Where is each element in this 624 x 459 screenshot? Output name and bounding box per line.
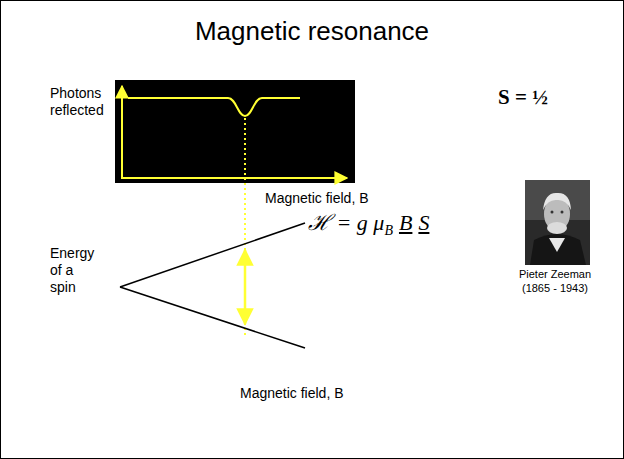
transition-arrow xyxy=(244,250,247,324)
upper-level xyxy=(120,223,305,287)
axis-label: Magnetic field, B xyxy=(265,190,369,207)
hamiltonian: ℋ = g μBBS xyxy=(308,206,429,239)
hamiltonian-part: B xyxy=(384,223,393,238)
y-axis xyxy=(121,86,123,178)
portrait-eye xyxy=(561,211,564,214)
portrait-suit xyxy=(530,234,586,265)
photo-caption: (1865 - 1943) xyxy=(500,282,610,295)
portrait-hair xyxy=(543,193,571,210)
portrait-eye xyxy=(551,211,554,214)
x-axis xyxy=(121,177,347,179)
photo-caption: Pieter Zeeman xyxy=(500,268,610,281)
axis-label: Photons reflected xyxy=(50,85,112,119)
lower-level xyxy=(120,287,305,348)
portrait-beard xyxy=(547,222,567,234)
portrait-collar xyxy=(549,238,565,252)
axis-label: Magnetic field, B xyxy=(240,385,344,402)
hamiltonian-part: B xyxy=(399,210,412,235)
hamiltonian-part: ℋ = g μ xyxy=(308,210,384,235)
slide-title: Magnetic resonance xyxy=(0,16,624,47)
portrait xyxy=(525,180,590,265)
spin-value: S = ½ xyxy=(498,85,548,110)
axis-label: Energy of a spin xyxy=(50,245,100,295)
spectrum-panel xyxy=(115,80,355,183)
hamiltonian-part: S xyxy=(418,210,429,235)
absorption-curve xyxy=(128,98,300,116)
portrait-ground xyxy=(525,180,590,265)
resonance-line xyxy=(244,118,246,336)
